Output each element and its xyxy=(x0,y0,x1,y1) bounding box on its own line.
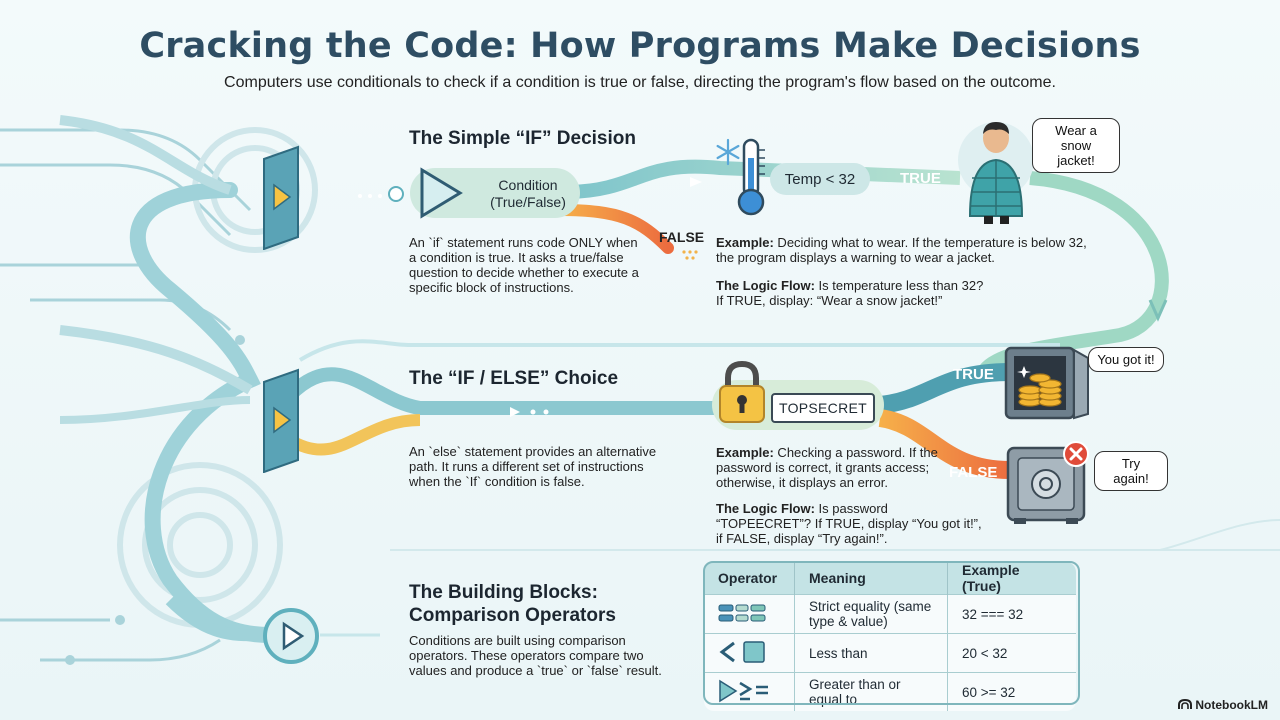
operators-table: Operator Meaning Example (True) Strict e… xyxy=(704,562,1076,711)
password-box: TOPSECRET xyxy=(771,393,875,423)
condition-node: Condition (True/False) xyxy=(410,167,580,219)
operators-description: Conditions are built using comparison op… xyxy=(409,633,662,678)
node-dot-icon xyxy=(388,186,404,202)
ifelse-example-label: Example: xyxy=(716,445,774,460)
less-than-icon xyxy=(719,640,765,663)
operator-cell xyxy=(704,594,795,634)
operators-title-line2: Comparison Operators xyxy=(409,605,616,626)
operators-title-line1: The Building Blocks: xyxy=(409,582,598,603)
if-logic-flow: The Logic Flow: Is temperature less than… xyxy=(716,278,1096,308)
wear-jacket-bubble: Wear a snow jacket! xyxy=(1032,118,1120,173)
condition-play-icon xyxy=(420,167,463,219)
if-false-label: FALSE xyxy=(659,229,705,245)
operators-table-header: Operator Meaning Example (True) xyxy=(704,562,1076,595)
if-section-title: The Simple “IF” Decision xyxy=(409,128,636,149)
false-dots-icon xyxy=(682,250,698,260)
operators-table-frame xyxy=(703,561,1080,705)
play-circle-icon xyxy=(263,608,319,664)
page-title: Cracking the Code: How Programs Make Dec… xyxy=(139,26,1141,66)
if-description: An `if` statement runs code ONLY when a … xyxy=(409,235,639,295)
open-safe-coins-icon xyxy=(1004,346,1089,420)
example-cell: 32 === 32 xyxy=(947,594,1076,634)
notebooklm-logo-icon xyxy=(1178,698,1192,709)
ifelse-logic-flow: The Logic Flow: Is password “TOPEECRET”?… xyxy=(716,501,986,546)
operator-cell xyxy=(704,633,795,673)
ifelse-section-title: The “IF / ELSE” Choice xyxy=(409,368,619,389)
ifelse-flow-label: The Logic Flow: xyxy=(716,501,815,516)
temp-condition-pill: Temp < 32 xyxy=(770,163,870,195)
greater-equal-icon xyxy=(719,679,768,702)
try-again-bubble: Try again! xyxy=(1094,451,1168,491)
if-flow-body: Is temperature less than 32? xyxy=(814,278,984,293)
meaning-cell: Less than xyxy=(794,633,948,673)
table-row: Less than 20 < 32 xyxy=(704,633,1076,673)
meaning-cell: Strict equality (same type & value) xyxy=(794,594,948,634)
page-subtitle: Computers use conditionals to check if a… xyxy=(224,74,1056,91)
ifelse-flow-body: Is password “TOPEECRET”? If TRUE, displa… xyxy=(716,501,982,546)
if-flow-label: The Logic Flow: xyxy=(716,278,815,293)
col-header-meaning: Meaning xyxy=(794,562,948,595)
ifelse-true-label: TRUE xyxy=(953,366,994,383)
example-cell: 20 < 32 xyxy=(947,633,1076,673)
ifelse-false-label: FALSE xyxy=(949,464,998,481)
brand-watermark: NotebookLM xyxy=(1178,698,1268,712)
col-header-operator: Operator xyxy=(704,562,795,595)
ifelse-description: An `else` statement provides an alternat… xyxy=(409,444,657,489)
condition-sub-label: (True/False) xyxy=(490,194,566,210)
padlock-icon xyxy=(719,360,765,423)
ifelse-play-panel-icon xyxy=(263,368,299,473)
ifelse-example-text: Example: Checking a password. If the pas… xyxy=(716,445,946,490)
thermometer-icon xyxy=(737,138,765,216)
person-jacket-icon xyxy=(958,122,1034,224)
strict-equality-icon xyxy=(718,604,766,621)
brand-name: NotebookLM xyxy=(1195,698,1268,712)
if-flow-line2: If TRUE, display: “Wear a snow jacket!” xyxy=(716,293,943,308)
ifelse-example-body: Checking a password. If the password is … xyxy=(716,445,938,490)
snowflake-icon xyxy=(716,138,740,166)
if-example-text: Example: Deciding what to wear. If the t… xyxy=(716,235,1096,265)
you-got-it-bubble: You got it! xyxy=(1088,347,1164,372)
table-row: Strict equality (same type & value) 32 =… xyxy=(704,594,1076,634)
if-true-label: TRUE xyxy=(900,170,941,187)
locked-safe-icon xyxy=(1006,441,1089,524)
flow-arrows xyxy=(358,177,702,417)
if-example-body: Deciding what to wear. If the temperatur… xyxy=(716,235,1087,265)
if-example-label: Example: xyxy=(716,235,774,250)
operators-section-title: The Building Blocks: Comparison Operator… xyxy=(409,581,616,627)
col-header-example: Example (True) xyxy=(947,562,1076,595)
condition-label: Condition xyxy=(498,177,558,193)
if-play-panel-icon xyxy=(263,145,299,250)
